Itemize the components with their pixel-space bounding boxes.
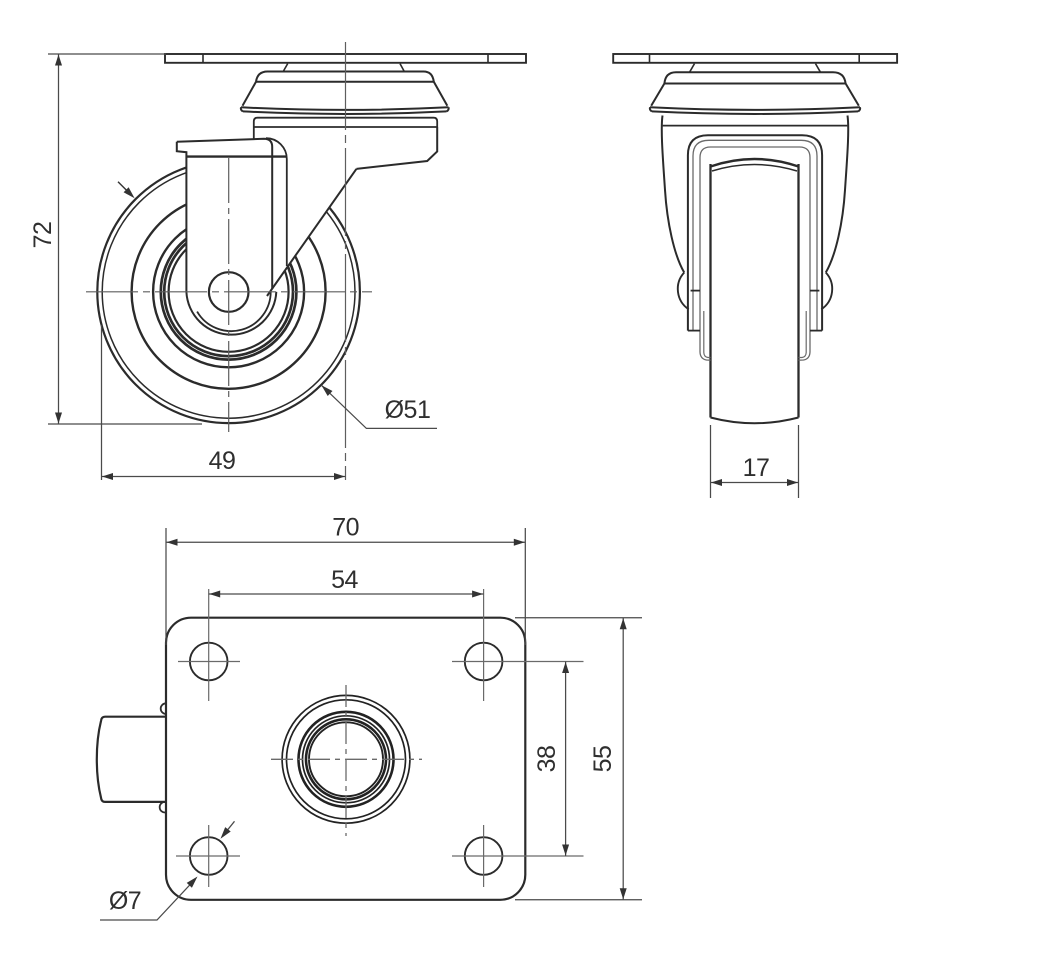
svg-text:49: 49 [209, 447, 236, 475]
svg-text:38: 38 [533, 746, 561, 773]
svg-text:54: 54 [331, 566, 358, 594]
svg-text:70: 70 [332, 514, 359, 542]
svg-text:72: 72 [29, 222, 57, 249]
svg-text:17: 17 [743, 454, 770, 482]
svg-text:Ø51: Ø51 [385, 396, 431, 424]
svg-text:Ø7: Ø7 [109, 887, 141, 915]
svg-text:55: 55 [589, 746, 617, 773]
